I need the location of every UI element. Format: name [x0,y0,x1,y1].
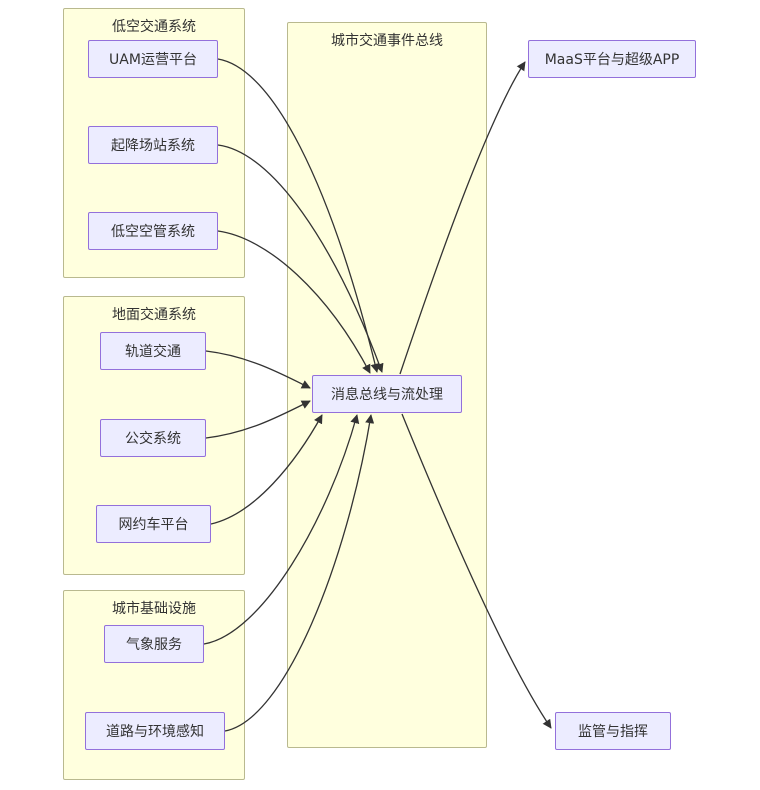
node-vertiport-system: 起降场站系统 [88,126,218,164]
node-road-environment-sensing: 道路与环境感知 [85,712,225,750]
node-supervision-command: 监管与指挥 [555,712,671,750]
group-title-ground: 地面交通系统 [112,307,196,323]
node-rail-transit: 轨道交通 [100,332,206,370]
node-ridehailing-platform: 网约车平台 [96,505,211,543]
node-maas-super-app: MaaS平台与超级APP [528,40,696,78]
group-urban-infrastructure: 城市基础设施 [63,590,245,780]
node-message-bus-stream-processing: 消息总线与流处理 [312,375,462,413]
node-bus-system: 公交系统 [100,419,206,457]
group-title-infrastructure: 城市基础设施 [112,601,196,617]
node-low-altitude-atc: 低空空管系统 [88,212,218,250]
node-uam-platform: UAM运营平台 [88,40,218,78]
group-title-event-bus: 城市交通事件总线 [331,33,443,49]
node-weather-service: 气象服务 [104,625,204,663]
group-title-low-altitude: 低空交通系统 [112,19,196,35]
